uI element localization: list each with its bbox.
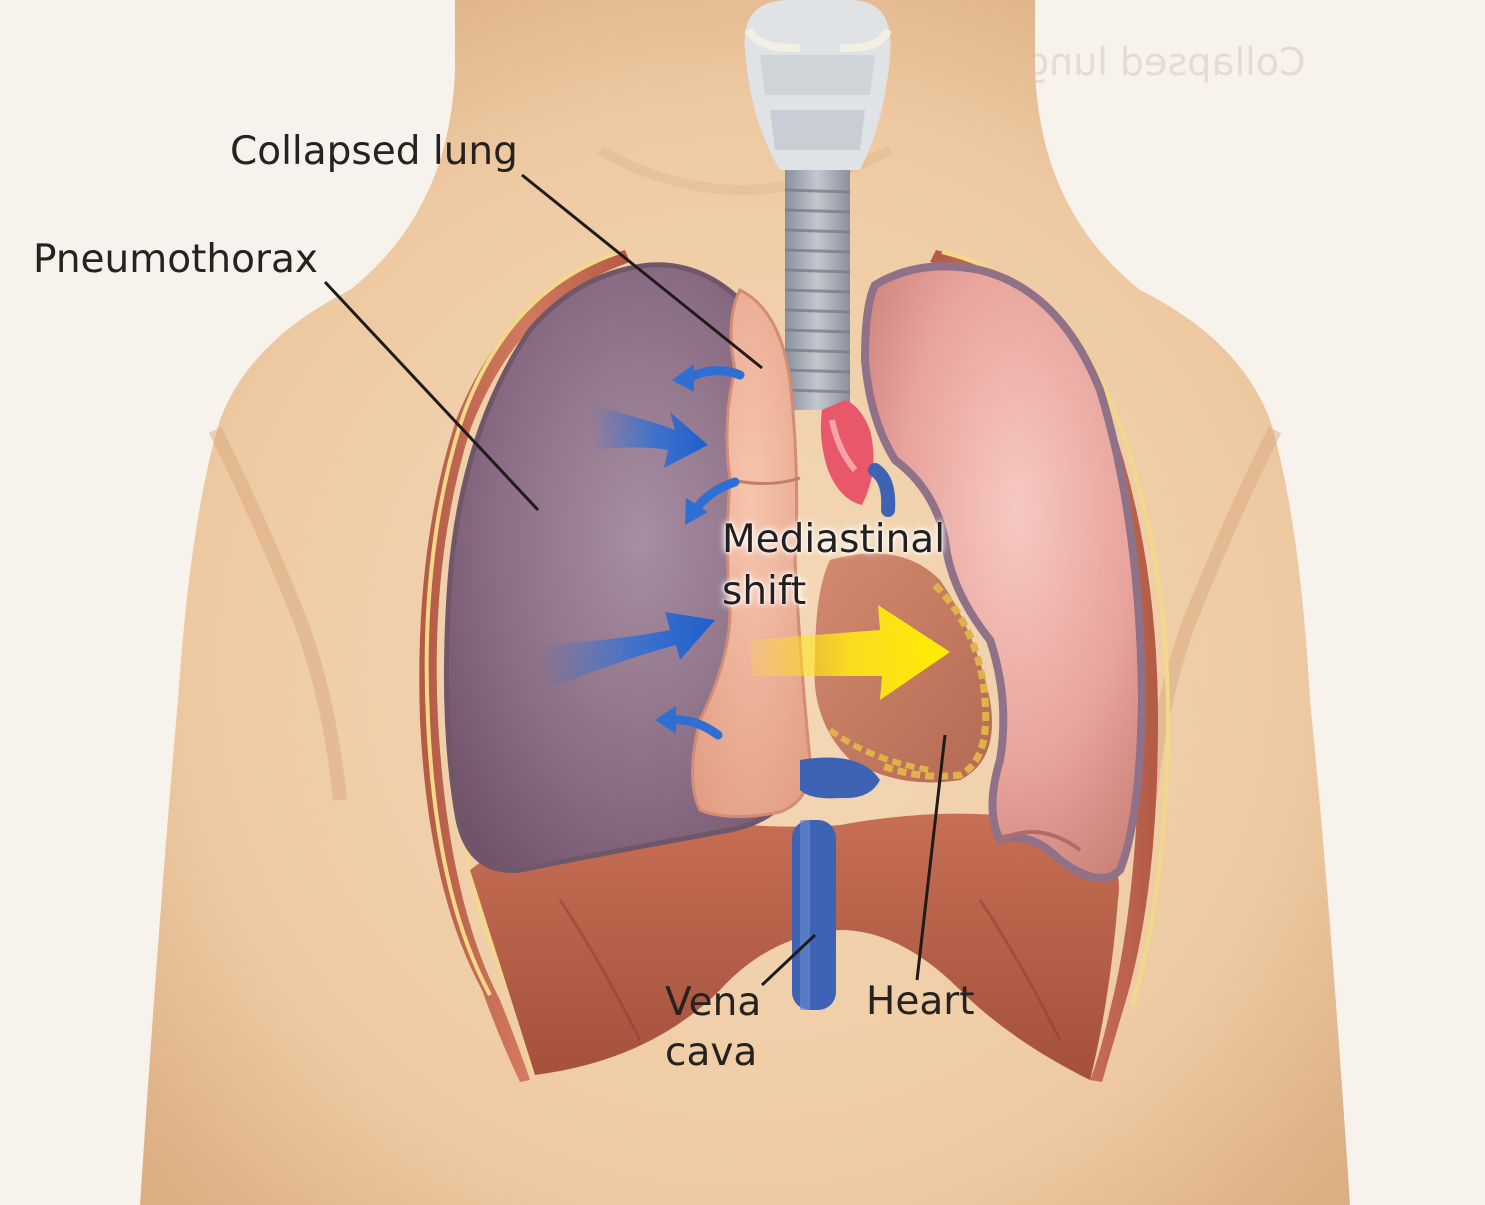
label-vena-cava: Vena cava bbox=[665, 978, 761, 1078]
label-heart: Heart bbox=[866, 978, 975, 1025]
vena-cava bbox=[792, 820, 836, 1010]
label-collapsed-lung: Collapsed lung bbox=[230, 128, 518, 175]
label-pneumothorax: Pneumothorax bbox=[33, 236, 318, 283]
label-mediastinal-shift: Mediastinal shift bbox=[722, 514, 945, 618]
